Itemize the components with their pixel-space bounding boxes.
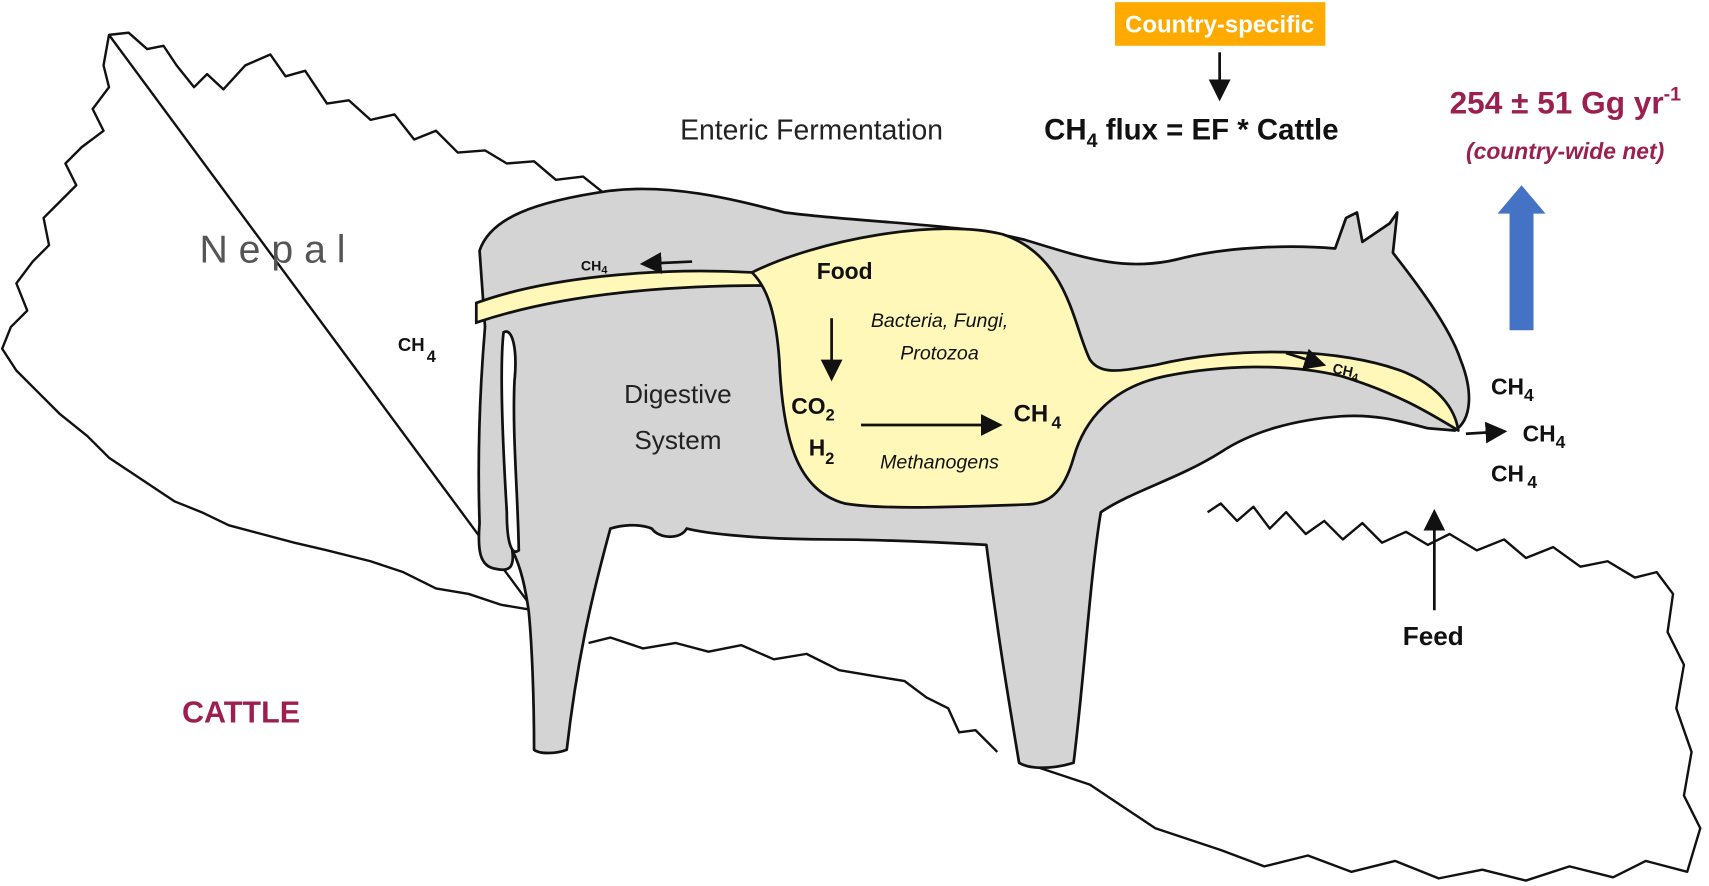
- country-specific-label: Country-specific: [1125, 12, 1314, 39]
- ch4-exhale-2: CH4: [1523, 420, 1566, 452]
- ch4-upper-tract: CH4: [581, 258, 608, 276]
- exhale-arrow: [1465, 421, 1508, 444]
- ch-sub: 4: [427, 348, 436, 366]
- ch-text: CH: [1491, 461, 1524, 487]
- methanogens-label: Methanogens: [880, 452, 999, 474]
- nepal-label: N e p a l: [199, 228, 345, 272]
- cattle-label: CATTLE: [182, 696, 300, 730]
- flux-value-text: 254 ± 51 Gg yr: [1450, 84, 1664, 120]
- emission-up-arrow: [1497, 185, 1546, 331]
- ch-text: CH: [581, 258, 601, 274]
- ch-sub: 4: [1556, 432, 1566, 452]
- h2-text: H: [809, 435, 826, 461]
- ch-sub: 4: [1527, 472, 1537, 492]
- ch4-left: CH4: [398, 334, 436, 366]
- nepal-map-outline: [0, 31, 1702, 882]
- ch-text: CH: [1523, 420, 1556, 446]
- diagram-title: Enteric Fermentation: [680, 114, 943, 146]
- ch4-exhale-1: CH4: [1491, 374, 1534, 406]
- equation-ch: CH: [1044, 113, 1086, 146]
- equation-rest: flux = EF * Cattle: [1098, 113, 1339, 146]
- ch-text: CH: [1014, 401, 1049, 428]
- ch-sub: 4: [1524, 385, 1534, 405]
- equation-sub: 4: [1087, 130, 1098, 152]
- ch-text: CH: [1331, 361, 1354, 381]
- lower-tract-arrow: [1285, 348, 1327, 370]
- feed-label: Feed: [1403, 621, 1464, 651]
- rumen-and-tract: [750, 227, 1460, 509]
- co2-sub: 2: [826, 407, 835, 425]
- equation: CH4 flux = EF * Cattle: [1044, 113, 1338, 152]
- cow-tail: [500, 330, 521, 553]
- country-specific-badge: [1114, 2, 1326, 46]
- ch4-lower-tract: CH4: [1331, 361, 1361, 384]
- microbes-label-1: Bacteria, Fungi,: [871, 310, 1008, 332]
- co2-label: CO2: [791, 393, 834, 425]
- upper-tract-arrow: [639, 252, 693, 274]
- ch-text: CH: [1491, 374, 1524, 400]
- co2-text: CO: [791, 393, 825, 419]
- flux-exponent: -1: [1664, 83, 1682, 105]
- digestive-label-1: Digestive: [624, 379, 732, 409]
- ch-sub: 4: [1351, 371, 1359, 384]
- digestive-label-2: System: [634, 425, 721, 455]
- ch-sub: 4: [601, 265, 607, 277]
- ch-sub: 4: [1052, 412, 1062, 432]
- h2-label: H2: [809, 435, 835, 469]
- microbes-label-2: Protozoa: [900, 343, 979, 365]
- h2-sub: 2: [825, 450, 834, 468]
- ch-text: CH: [398, 334, 425, 355]
- flux-value: 254 ± 51 Gg yr-1: [1450, 83, 1682, 120]
- flux-note: (country-wide net): [1466, 138, 1664, 164]
- food-label: Food: [817, 258, 873, 284]
